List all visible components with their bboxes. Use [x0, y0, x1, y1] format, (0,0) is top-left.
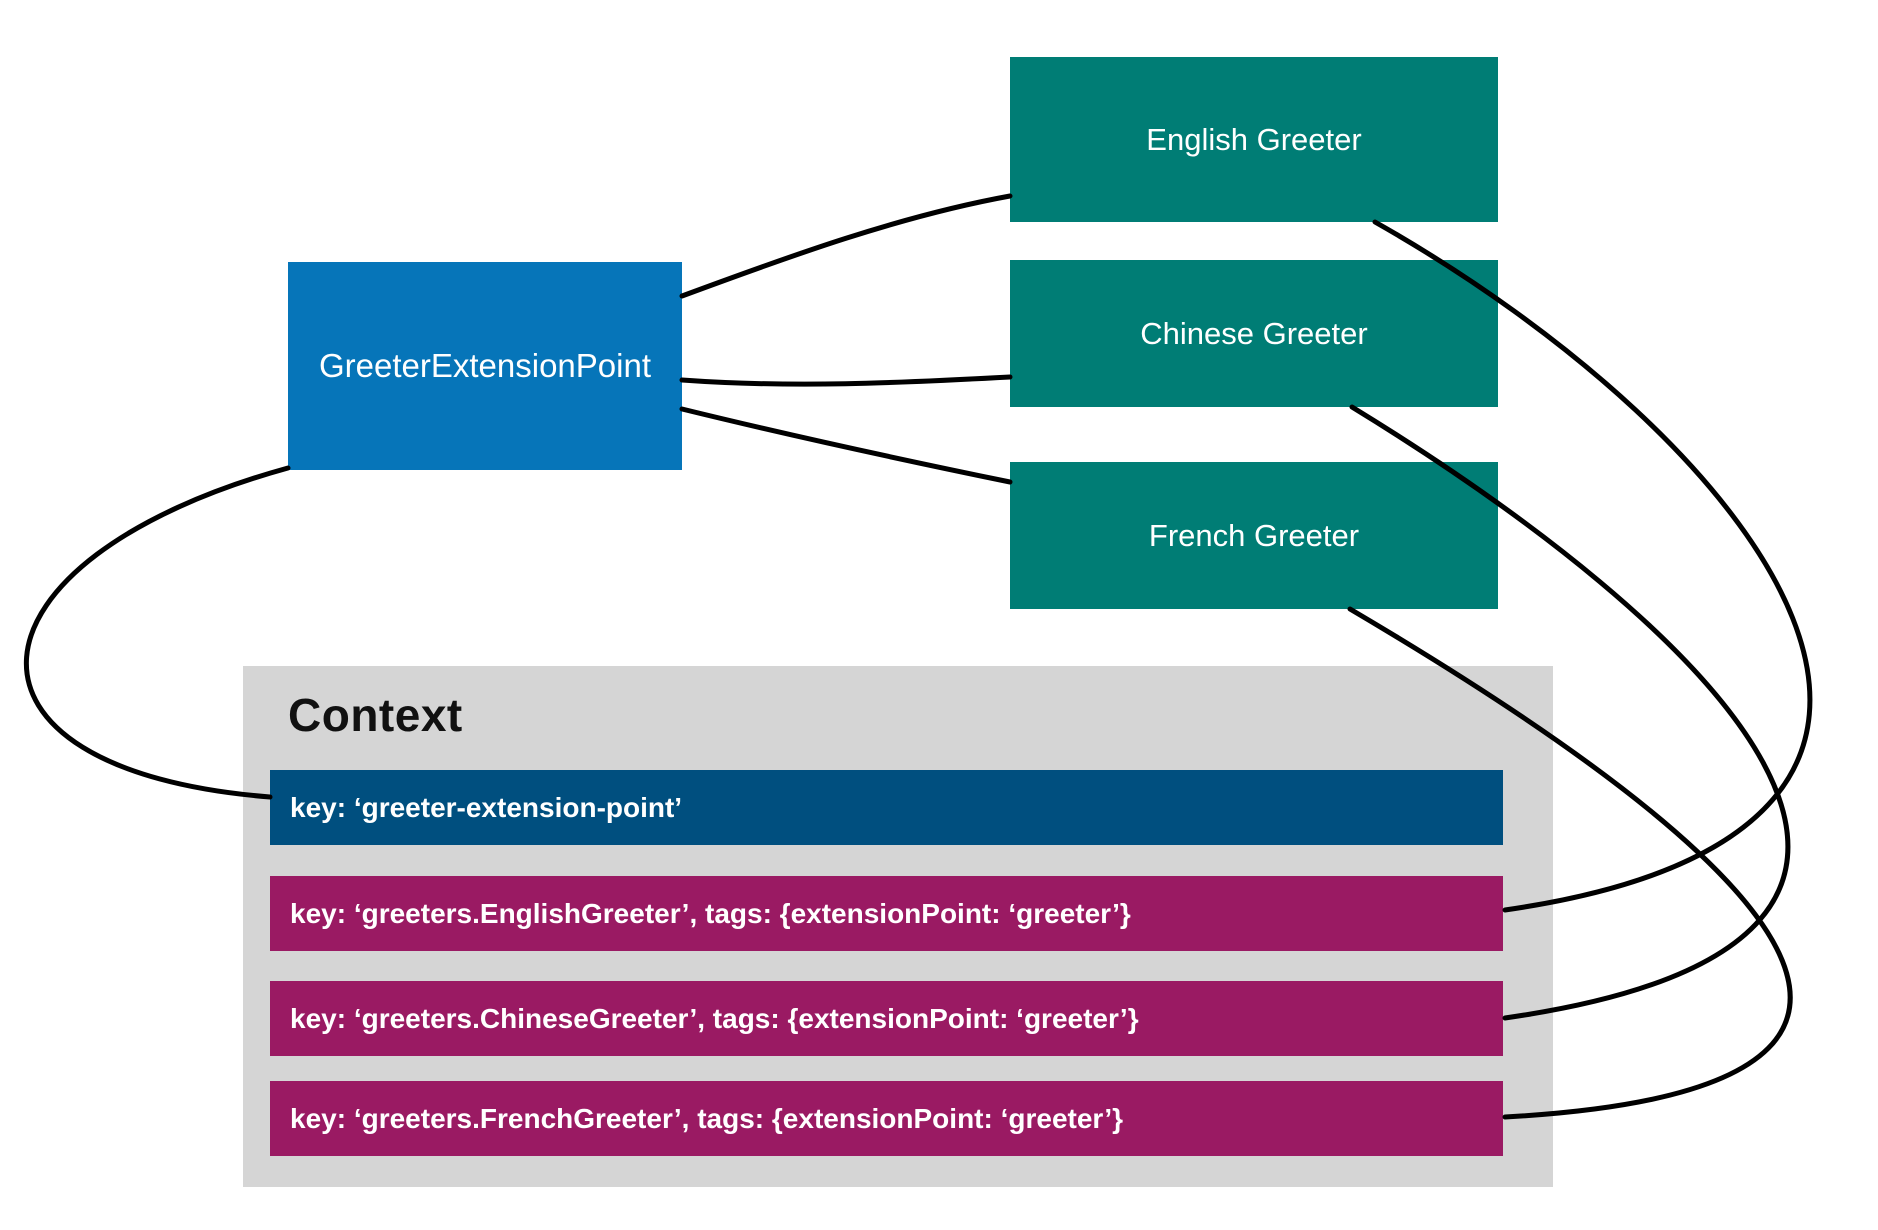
context-entry-chinese-greeter-text: key: ‘greeters.ChineseGreeter’, tags: {e…: [290, 1002, 1139, 1034]
context-entry-english-greeter: key: ‘greeters.EnglishGreeter’, tags: {e…: [270, 876, 1503, 951]
edge-extension-point-to-french-greeter: [679, 406, 1013, 485]
edge-extension-point-to-chinese-greeter: [679, 374, 1013, 387]
extension-point-label: GreeterExtensionPoint: [318, 347, 651, 384]
context-panel: Context key: ‘greeter-extension-point’ k…: [243, 666, 1553, 1187]
english-greeter-node: English Greeter: [1010, 57, 1498, 222]
extension-point-node: GreeterExtensionPoint: [288, 262, 682, 470]
context-entry-extension-point: key: ‘greeter-extension-point’: [270, 770, 1503, 845]
french-greeter-node: French Greeter: [1010, 462, 1498, 609]
context-panel-title: Context: [288, 689, 463, 741]
chinese-greeter-node: Chinese Greeter: [1010, 260, 1498, 407]
context-entry-extension-point-text: key: ‘greeter-extension-point’: [290, 791, 683, 823]
chinese-greeter-label: Chinese Greeter: [1140, 315, 1368, 351]
english-greeter-label: English Greeter: [1146, 121, 1362, 157]
context-entry-chinese-greeter: key: ‘greeters.ChineseGreeter’, tags: {e…: [270, 981, 1503, 1056]
context-entry-french-greeter: key: ‘greeters.FrenchGreeter’, tags: {ex…: [270, 1081, 1503, 1156]
french-greeter-label: French Greeter: [1148, 517, 1360, 553]
edge-extension-point-to-english-greeter: [679, 193, 1013, 299]
context-entry-english-greeter-text: key: ‘greeters.EnglishGreeter’, tags: {e…: [290, 897, 1131, 929]
context-entry-french-greeter-text: key: ‘greeters.FrenchGreeter’, tags: {ex…: [290, 1102, 1124, 1134]
